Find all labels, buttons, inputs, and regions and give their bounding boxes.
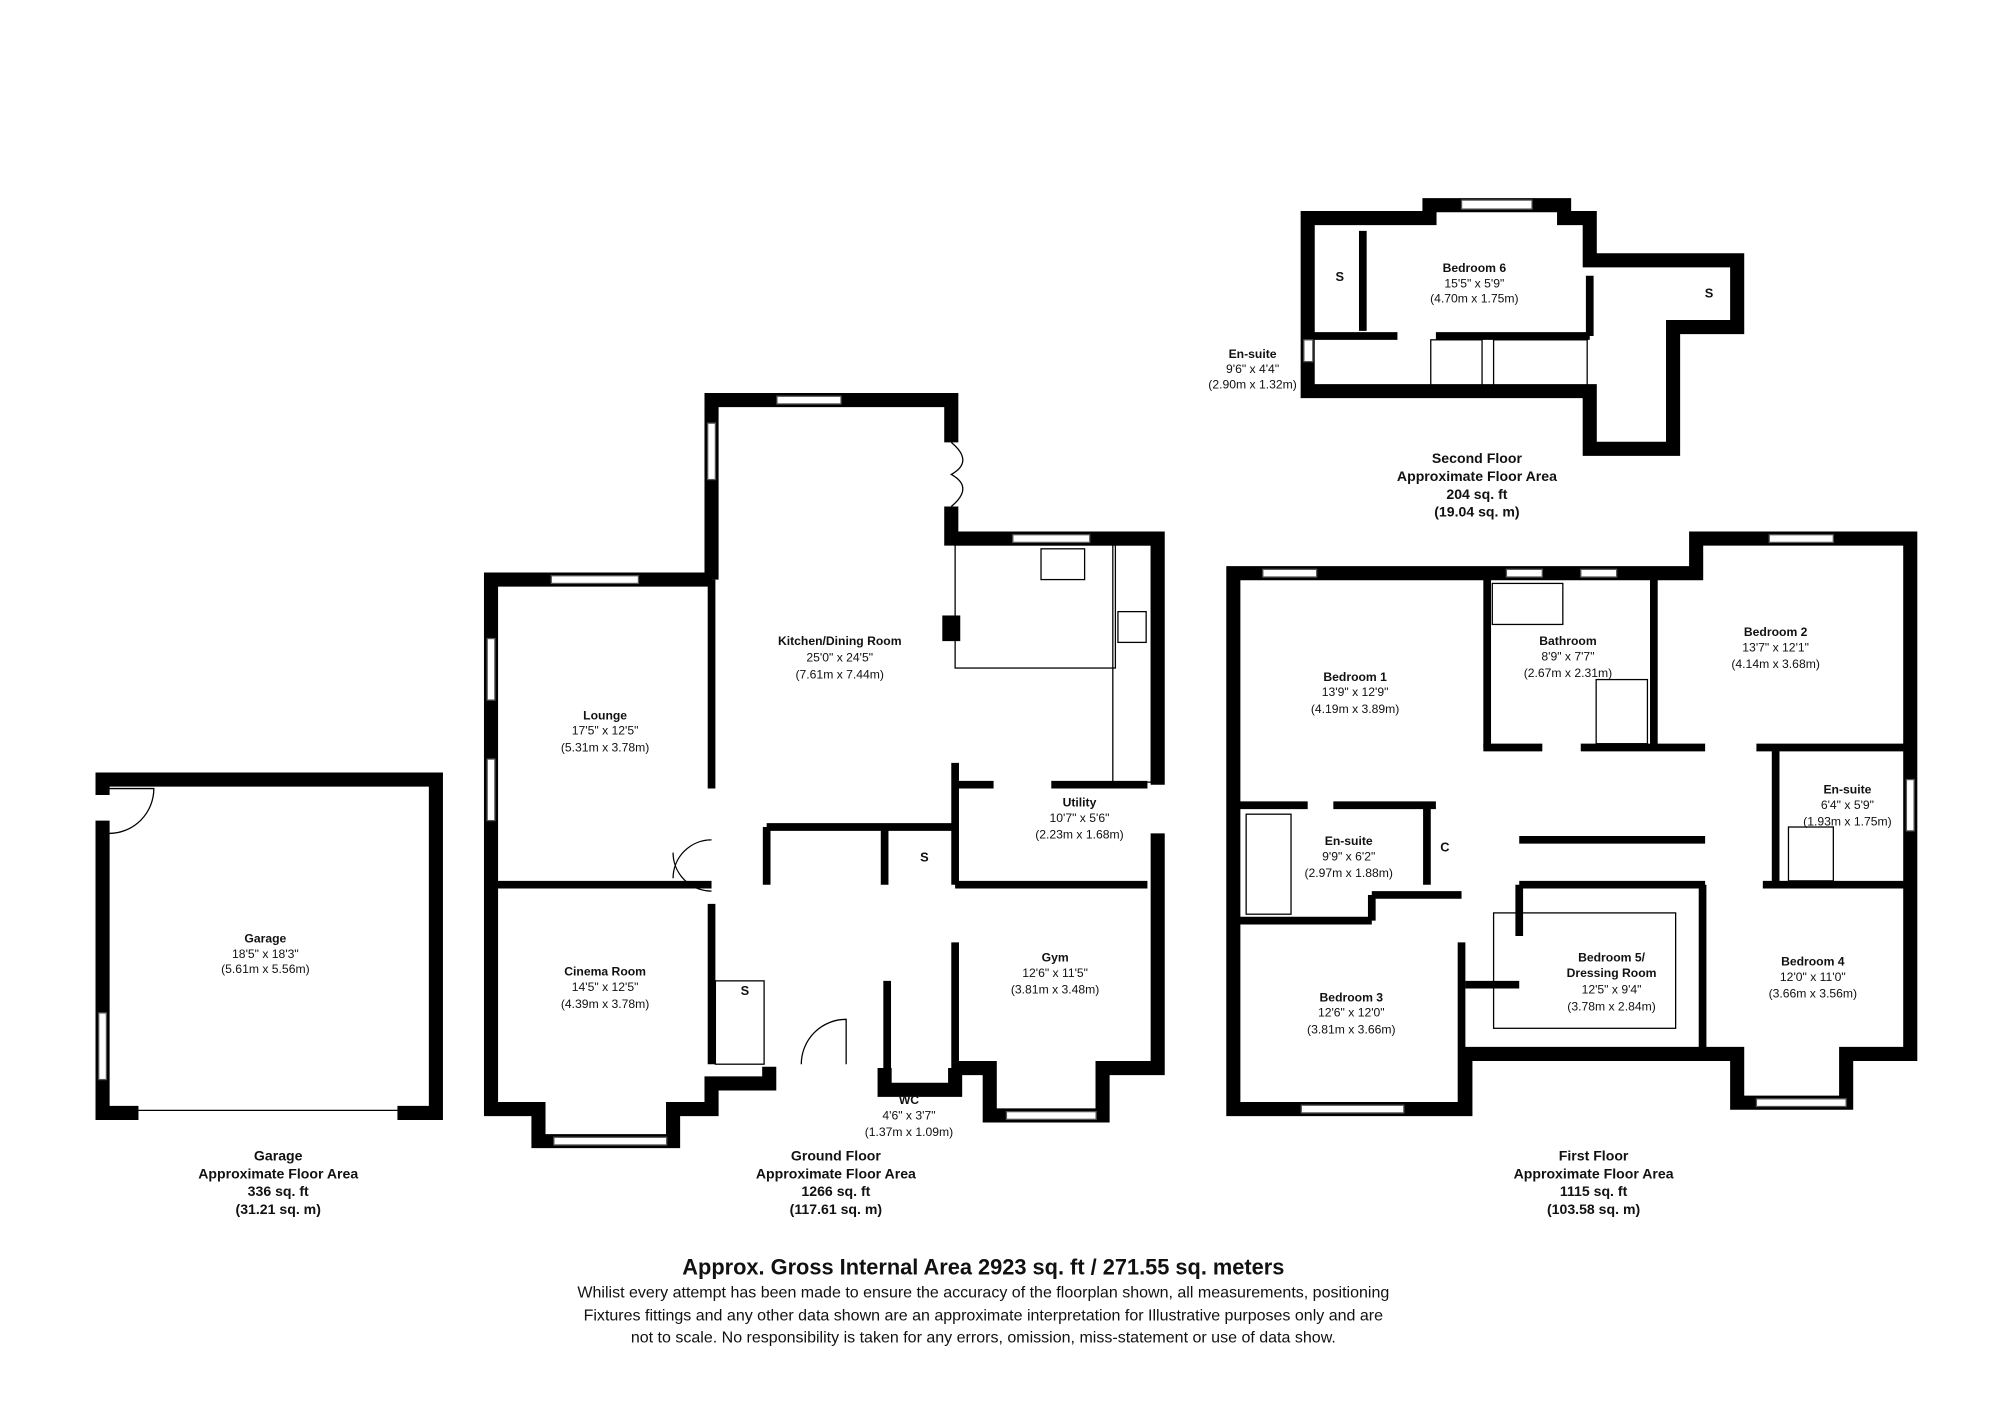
disclaimer-line: Fixtures fittings and any other data sho… bbox=[584, 1307, 1384, 1325]
room-metric-cinema: (4.39m x 3.78m) bbox=[561, 997, 650, 1011]
floor-name: Ground Floor bbox=[791, 1147, 882, 1163]
room-dims-cinema: 14'5" x 12'5" bbox=[572, 980, 639, 994]
floor-name: Garage bbox=[254, 1147, 303, 1163]
floor-area-label: Approximate Floor Area bbox=[1514, 1165, 1674, 1181]
room-name-ensuite-second: En-suite bbox=[1229, 347, 1277, 361]
room-dims-utility: 10'7" x 5'6" bbox=[1050, 811, 1110, 825]
gross-area-title: Approx. Gross Internal Area 2923 sq. ft … bbox=[682, 1254, 1284, 1279]
room-name-bedroom4: Bedroom 4 bbox=[1781, 954, 1845, 968]
room-name-ensuite-b1: En-suite bbox=[1325, 834, 1373, 848]
room-metric-wc: (1.37m x 1.09m) bbox=[865, 1125, 954, 1139]
floor-area-sqm: (103.58 sq. m) bbox=[1547, 1201, 1640, 1217]
room-metric-lounge: (5.31m x 3.78m) bbox=[561, 740, 650, 754]
garage-plan: Garage 18'5" x 18'3" (5.61m x 5.56m) bbox=[95, 772, 443, 1120]
room-metric-bedroom5: (3.78m x 2.84m) bbox=[1567, 999, 1656, 1013]
first-floor-plan: Bedroom 1 13'9" x 12'9" (4.19m x 3.89m) … bbox=[1226, 531, 1918, 1117]
floor-name: First Floor bbox=[1559, 1147, 1629, 1163]
room-dims-wc: 4'6" x 3'7" bbox=[882, 1108, 935, 1122]
floor-area-sqm: (31.21 sq. m) bbox=[236, 1201, 321, 1217]
second-floor-caption: Second Floor Approximate Floor Area 204 … bbox=[1397, 450, 1557, 520]
room-dims-bedroom5: 12'5" x 9'4" bbox=[1582, 983, 1642, 997]
storage-label: S bbox=[1705, 286, 1714, 301]
storage-label: S bbox=[920, 850, 929, 865]
room-name-garage: Garage bbox=[244, 931, 286, 945]
ground-floor-plan: Kitchen/Dining Room 25'0" x 24'5" (7.61m… bbox=[483, 393, 1165, 1149]
cupboard-label: C bbox=[1440, 839, 1449, 854]
room-name-cinema: Cinema Room bbox=[564, 965, 646, 979]
disclaimer-line: Whilist every attempt has been made to e… bbox=[577, 1284, 1389, 1302]
room-metric-gym: (3.81m x 3.48m) bbox=[1011, 983, 1100, 997]
room-dims-gym: 12'6" x 11'5" bbox=[1022, 966, 1088, 980]
ground-floor-caption: Ground Floor Approximate Floor Area 1266… bbox=[756, 1147, 916, 1217]
room-metric-kitchen: (7.61m x 7.44m) bbox=[795, 667, 884, 681]
room-metric-bedroom2: (4.14m x 3.68m) bbox=[1731, 657, 1820, 671]
room-metric-ensuite-b1: (2.97m x 1.88m) bbox=[1304, 866, 1393, 880]
room-dims-bedroom2: 13'7" x 12'1" bbox=[1742, 640, 1809, 654]
room-metric-ensuite-b2: (1.93m x 1.75m) bbox=[1803, 815, 1892, 829]
floor-area-sqft: 204 sq. ft bbox=[1446, 486, 1507, 502]
floor-name: Second Floor bbox=[1432, 450, 1523, 466]
room-name-kitchen: Kitchen/Dining Room bbox=[778, 634, 902, 648]
floor-area-sqft: 336 sq. ft bbox=[248, 1183, 309, 1199]
room-name-wc: WC bbox=[899, 1093, 919, 1107]
floor-area-sqft: 1266 sq. ft bbox=[801, 1183, 870, 1199]
room-name-bathroom: Bathroom bbox=[1539, 634, 1597, 648]
disclaimer-line: not to scale. No responsibility is taken… bbox=[631, 1328, 1336, 1346]
room-dims-bedroom4: 12'0" x 11'0" bbox=[1780, 970, 1846, 984]
room-dims-bedroom6: 15'5" x 5'9" bbox=[1444, 276, 1504, 290]
floor-area-label: Approximate Floor Area bbox=[756, 1165, 916, 1181]
room-dims-bedroom1: 13'9" x 12'9" bbox=[1322, 685, 1389, 699]
room-metric-ensuite-second: (2.90m x 1.32m) bbox=[1208, 378, 1297, 392]
floor-area-label: Approximate Floor Area bbox=[198, 1165, 358, 1181]
floor-area-label: Approximate Floor Area bbox=[1397, 468, 1557, 484]
room-name-ensuite-b2: En-suite bbox=[1823, 783, 1871, 797]
room-name-lounge: Lounge bbox=[583, 708, 627, 722]
room-dims-kitchen: 25'0" x 24'5" bbox=[806, 651, 873, 665]
room-metric-bedroom1: (4.19m x 3.89m) bbox=[1311, 702, 1400, 716]
room-dims-ensuite-b1: 9'9" x 6'2" bbox=[1322, 849, 1375, 863]
storage-label: S bbox=[741, 983, 750, 998]
room-name-bedroom2: Bedroom 2 bbox=[1744, 625, 1808, 639]
room-dims-garage: 18'5" x 18'3" bbox=[232, 947, 299, 961]
floor-area-sqft: 1115 sq. ft bbox=[1560, 1183, 1628, 1199]
room-dims-bathroom: 8'9" x 7'7" bbox=[1541, 649, 1594, 663]
room-name-utility: Utility bbox=[1063, 796, 1097, 810]
room-name-bedroom5-line2: Dressing Room bbox=[1567, 966, 1657, 980]
room-dims-ensuite-second: 9'6" x 4'4" bbox=[1226, 362, 1279, 376]
room-dims-lounge: 17'5" x 12'5" bbox=[572, 724, 639, 738]
room-name-bedroom6: Bedroom 6 bbox=[1443, 261, 1507, 275]
room-dims-ensuite-b2: 6'4" x 5'9" bbox=[1821, 798, 1874, 812]
room-metric-garage: (5.61m x 5.56m) bbox=[221, 962, 310, 976]
room-metric-utility: (2.23m x 1.68m) bbox=[1035, 828, 1124, 842]
floor-area-sqm: (117.61 sq. m) bbox=[790, 1201, 882, 1217]
room-dims-bedroom3: 12'6" x 12'0" bbox=[1318, 1006, 1385, 1020]
room-metric-bedroom6: (4.70m x 1.75m) bbox=[1430, 292, 1519, 306]
room-metric-bedroom4: (3.66m x 3.56m) bbox=[1769, 987, 1858, 1001]
room-name-bedroom1: Bedroom 1 bbox=[1323, 670, 1387, 684]
garage-caption: Garage Approximate Floor Area 336 sq. ft… bbox=[198, 1147, 358, 1217]
second-floor-plan: Bedroom 6 15'5" x 5'9" (4.70m x 1.75m) E… bbox=[1208, 198, 1745, 456]
room-metric-bathroom: (2.67m x 2.31m) bbox=[1524, 666, 1613, 680]
first-floor-caption: First Floor Approximate Floor Area 1115 … bbox=[1514, 1147, 1674, 1217]
room-name-gym: Gym bbox=[1042, 951, 1069, 965]
storage-label: S bbox=[1335, 269, 1344, 284]
room-metric-bedroom3: (3.81m x 3.66m) bbox=[1307, 1022, 1396, 1036]
room-name-bedroom5: Bedroom 5/ bbox=[1578, 951, 1645, 965]
room-name-bedroom3: Bedroom 3 bbox=[1320, 990, 1384, 1004]
floor-area-sqm: (19.04 sq. m) bbox=[1434, 504, 1519, 520]
